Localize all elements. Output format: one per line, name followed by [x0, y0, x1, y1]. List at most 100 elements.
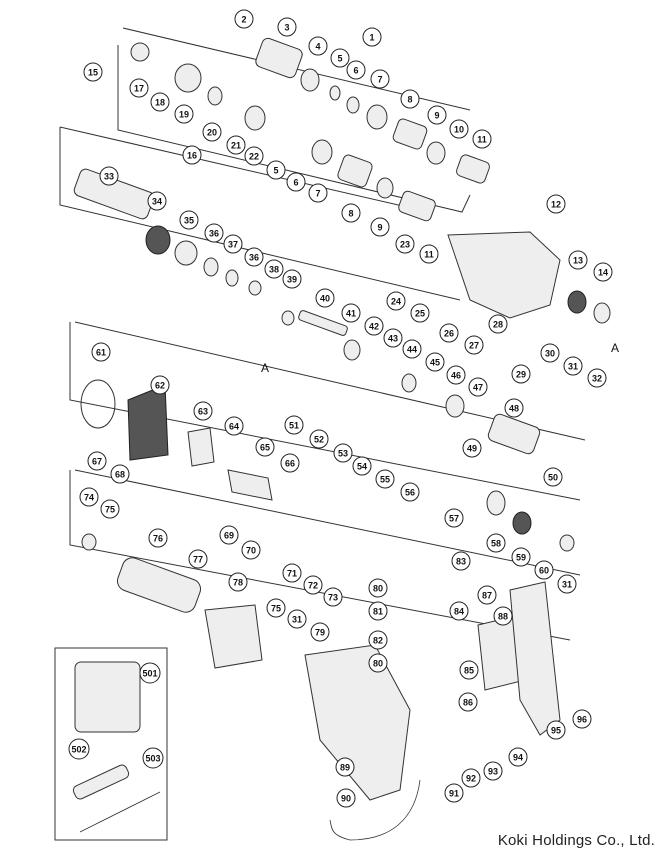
callout-88: 88 — [493, 606, 513, 626]
svg-text:8: 8 — [348, 209, 353, 219]
svg-text:27: 27 — [469, 341, 479, 351]
callout-4: 4 — [308, 36, 328, 56]
svg-text:41: 41 — [346, 309, 356, 319]
callout-6: 6 — [346, 60, 366, 80]
callout-58: 58 — [486, 533, 506, 553]
svg-text:26: 26 — [444, 329, 454, 339]
callout-7: 7 — [370, 69, 390, 89]
svg-text:68: 68 — [115, 470, 125, 480]
svg-text:88: 88 — [498, 612, 508, 622]
svg-text:6: 6 — [293, 178, 298, 188]
svg-text:36: 36 — [209, 229, 219, 239]
callout-49: 49 — [462, 438, 482, 458]
callout-90: 90 — [336, 788, 356, 808]
svg-text:86: 86 — [463, 698, 473, 708]
callout-19: 19 — [174, 104, 194, 124]
svg-text:31: 31 — [562, 580, 572, 590]
callout-81: 81 — [368, 601, 388, 621]
svg-text:14: 14 — [598, 268, 608, 278]
svg-text:25: 25 — [415, 309, 425, 319]
svg-text:3: 3 — [284, 23, 289, 33]
callout-13: 13 — [568, 250, 588, 270]
svg-text:11: 11 — [424, 250, 434, 260]
callout-501: 501 — [139, 662, 161, 684]
callout-25: 25 — [410, 303, 430, 323]
callout-63: 63 — [193, 401, 213, 421]
svg-text:1: 1 — [369, 33, 374, 43]
svg-text:42: 42 — [369, 322, 379, 332]
callout-45: 45 — [425, 352, 445, 372]
svg-text:40: 40 — [320, 294, 330, 304]
callout-80: 80 — [368, 578, 388, 598]
svg-text:83: 83 — [456, 557, 466, 567]
svg-text:82: 82 — [373, 636, 383, 646]
svg-text:12: 12 — [551, 200, 561, 210]
svg-text:51: 51 — [289, 421, 299, 431]
callout-12: 12 — [546, 194, 566, 214]
svg-text:21: 21 — [231, 141, 241, 151]
callout-31: 31 — [563, 356, 583, 376]
callout-21: 21 — [226, 135, 246, 155]
svg-text:84: 84 — [454, 607, 464, 617]
callout-78: 78 — [228, 572, 248, 592]
svg-text:38: 38 — [269, 265, 279, 275]
svg-text:35: 35 — [184, 216, 194, 226]
svg-text:85: 85 — [464, 666, 474, 676]
part-shapes — [72, 37, 611, 841]
svg-text:5: 5 — [273, 166, 278, 176]
svg-text:5: 5 — [337, 54, 342, 64]
callout-69: 69 — [219, 525, 239, 545]
callout-93: 93 — [483, 761, 503, 781]
svg-text:71: 71 — [287, 569, 297, 579]
callout-11: 11 — [419, 244, 439, 264]
callout-68: 68 — [110, 464, 130, 484]
svg-text:95: 95 — [551, 726, 561, 736]
callout-3: 3 — [277, 17, 297, 37]
callout-5: 5 — [266, 160, 286, 180]
callout-60: 60 — [534, 560, 554, 580]
svg-text:32: 32 — [592, 374, 602, 384]
svg-text:70: 70 — [246, 546, 256, 556]
callout-82: 82 — [368, 630, 388, 650]
svg-text:57: 57 — [449, 514, 459, 524]
svg-text:17: 17 — [134, 84, 144, 94]
callout-80: 80 — [368, 653, 388, 673]
callout-10: 10 — [449, 119, 469, 139]
callout-77: 77 — [188, 549, 208, 569]
callout-1: 1 — [362, 27, 382, 47]
callout-38: 38 — [264, 259, 284, 279]
svg-text:9: 9 — [434, 111, 439, 121]
callout-74: 74 — [79, 487, 99, 507]
callout-84: 84 — [449, 601, 469, 621]
callout-86: 86 — [458, 692, 478, 712]
callout-66: 66 — [280, 453, 300, 473]
svg-text:9: 9 — [377, 223, 382, 233]
svg-text:19: 19 — [179, 110, 189, 120]
svg-text:503: 503 — [145, 754, 160, 764]
svg-text:61: 61 — [96, 348, 106, 358]
callout-95: 95 — [546, 720, 566, 740]
marker-a-left: A — [261, 361, 269, 375]
svg-text:45: 45 — [430, 358, 440, 368]
callout-65: 65 — [255, 437, 275, 457]
callout-55: 55 — [375, 469, 395, 489]
svg-text:90: 90 — [341, 794, 351, 804]
svg-text:79: 79 — [315, 628, 325, 638]
svg-text:77: 77 — [193, 555, 203, 565]
svg-text:75: 75 — [105, 505, 115, 515]
svg-text:87: 87 — [482, 591, 492, 601]
svg-text:7: 7 — [377, 75, 382, 85]
callout-7: 7 — [308, 183, 328, 203]
svg-text:8: 8 — [407, 95, 412, 105]
svg-text:31: 31 — [292, 615, 302, 625]
svg-text:37: 37 — [228, 240, 238, 250]
callout-33: 33 — [99, 166, 119, 186]
svg-text:47: 47 — [473, 383, 483, 393]
svg-text:92: 92 — [466, 774, 476, 784]
svg-text:62: 62 — [155, 381, 165, 391]
callout-75: 75 — [266, 598, 286, 618]
callout-96: 96 — [572, 709, 592, 729]
svg-text:11: 11 — [477, 135, 487, 145]
callout-14: 14 — [593, 262, 613, 282]
svg-text:59: 59 — [516, 553, 526, 563]
